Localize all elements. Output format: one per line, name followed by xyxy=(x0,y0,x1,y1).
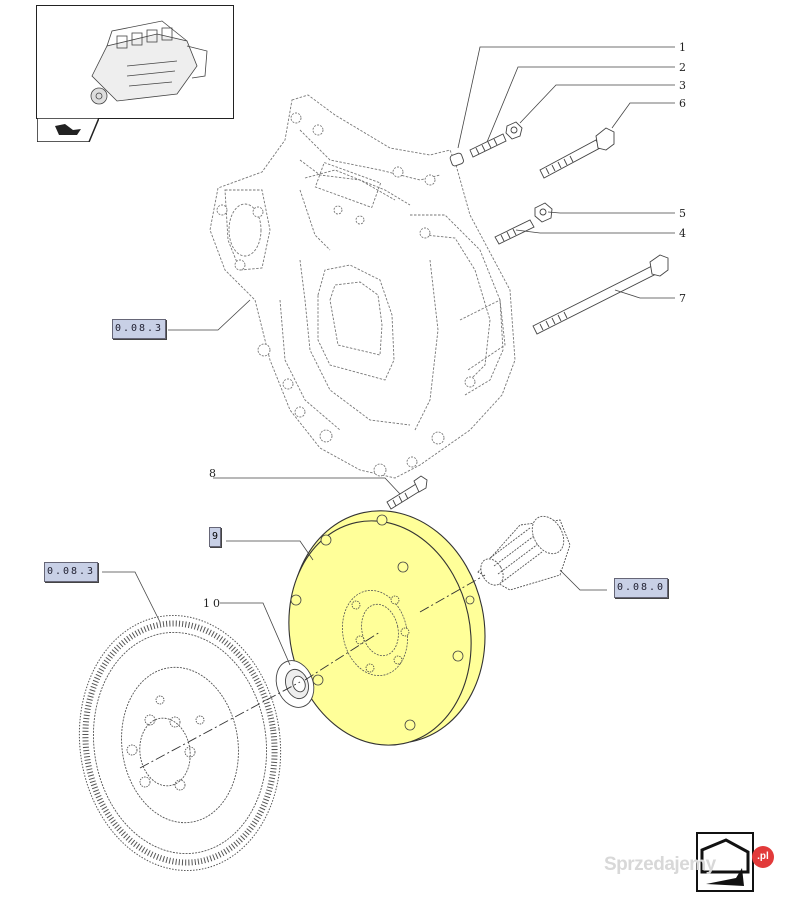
housing-bolt-holes xyxy=(216,112,476,477)
watermark-text: Sprzedajemy xyxy=(604,854,716,875)
part-9-label[interactable]: 9 xyxy=(209,527,221,547)
callout-1: 1 xyxy=(679,41,686,54)
arrow-icon xyxy=(55,124,81,135)
engine-icon xyxy=(90,20,208,105)
engine-thumbnail[interactable] xyxy=(36,5,234,119)
bolt-part-6[interactable] xyxy=(539,127,615,179)
callout-5: 5 xyxy=(679,207,686,220)
nut-part-5[interactable] xyxy=(534,202,553,223)
bushing-part-1[interactable] xyxy=(449,152,464,167)
callout-6: 6 xyxy=(679,97,686,110)
thumbnail-tab[interactable] xyxy=(37,118,99,142)
callout-leaders xyxy=(102,46,675,666)
long-bolt-part-7[interactable] xyxy=(532,254,669,335)
callout-7: 7 xyxy=(679,292,686,305)
flex-plate-part-9[interactable] xyxy=(268,493,506,763)
ref-box-shaft[interactable]: 0.08.0 xyxy=(614,578,668,598)
ref-box-housing[interactable]: 0.08.3 xyxy=(112,319,166,339)
callout-3: 3 xyxy=(679,79,686,92)
stud-part-2[interactable] xyxy=(469,133,507,158)
stud-part-4[interactable] xyxy=(494,219,535,245)
flywheel[interactable] xyxy=(63,602,297,883)
spline-shaft[interactable] xyxy=(476,511,571,591)
callout-8: 8 xyxy=(209,467,216,480)
watermark-badge: .pl xyxy=(752,846,774,868)
callout-10: 10 xyxy=(203,597,223,610)
bearing-part-10[interactable] xyxy=(270,655,320,712)
callout-2: 2 xyxy=(679,61,686,74)
navigation-icon[interactable] xyxy=(696,832,754,892)
bolt-part-8[interactable] xyxy=(386,475,428,510)
ref-box-flywheel[interactable]: 0.08.3 xyxy=(44,562,98,582)
flywheel-housing[interactable] xyxy=(209,94,516,479)
callout-4: 4 xyxy=(679,227,686,240)
nut-part-3[interactable] xyxy=(505,121,523,140)
assembly-axis xyxy=(139,574,486,769)
